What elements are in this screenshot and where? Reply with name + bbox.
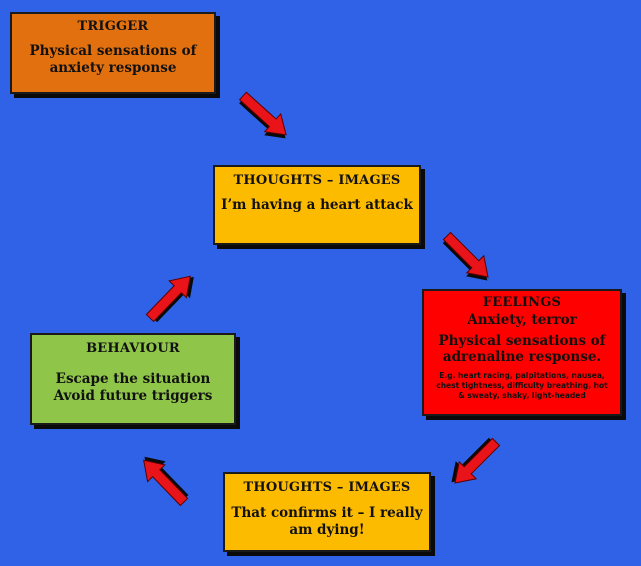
feelings-box: FEELINGS Anxiety, terror Physical sensat… — [422, 289, 622, 416]
behaviour-text-line2: Avoid future triggers — [53, 388, 213, 404]
trigger-text-line2: anxiety response — [49, 60, 177, 76]
feelings-examples-line1: E.g. heart racing, palpitations, nausea, — [439, 371, 605, 380]
thoughts-bottom-text-line1: That confirms it – I really — [231, 505, 423, 521]
arrow-feelings-to-thoughts — [442, 432, 505, 492]
thoughts-bottom-title: THOUGHTS – IMAGES — [243, 480, 411, 495]
behaviour-text: Escape the situation Avoid future trigge… — [32, 371, 234, 405]
trigger-text: Physical sensations of anxiety response — [12, 43, 214, 77]
behaviour-title: BEHAVIOUR — [86, 341, 180, 356]
arrow-trigger-to-thoughts — [234, 86, 295, 148]
feelings-examples: E.g. heart racing, palpitations, nausea,… — [424, 371, 620, 401]
arrow-thoughts-to-feelings — [437, 227, 497, 290]
feelings-examples-line3: & sweaty, shaky, light-headed — [458, 391, 586, 400]
arrow-thoughts-to-behaviour — [134, 448, 194, 511]
feelings-subtitle: Anxiety, terror — [467, 312, 577, 328]
feelings-text: Physical sensations of adrenaline respon… — [424, 333, 620, 365]
arrow-behaviour-to-thoughts — [140, 267, 203, 327]
trigger-title: TRIGGER — [77, 19, 149, 34]
thoughts-top-box: THOUGHTS – IMAGES I’m having a heart att… — [213, 165, 421, 245]
feelings-text-line1: Physical sensations of — [438, 333, 606, 349]
behaviour-box: BEHAVIOUR Escape the situation Avoid fut… — [30, 333, 236, 425]
feelings-title: FEELINGS — [482, 295, 562, 310]
thoughts-bottom-text-line2: am dying! — [289, 522, 365, 538]
feelings-examples-line2: chest tightness, difficulty breathing, h… — [436, 381, 608, 390]
behaviour-text-line1: Escape the situation — [55, 371, 211, 387]
thoughts-bottom-box: THOUGHTS – IMAGES That confirms it – I r… — [223, 472, 431, 552]
thoughts-top-title: THOUGHTS – IMAGES — [233, 173, 401, 188]
feelings-text-line2: adrenaline response. — [442, 349, 602, 365]
trigger-box: TRIGGER Physical sensations of anxiety r… — [10, 12, 216, 94]
thoughts-top-text: I’m having a heart attack — [221, 197, 413, 213]
trigger-text-line1: Physical sensations of — [29, 43, 197, 59]
thoughts-bottom-text: That confirms it – I really am dying! — [225, 505, 429, 539]
